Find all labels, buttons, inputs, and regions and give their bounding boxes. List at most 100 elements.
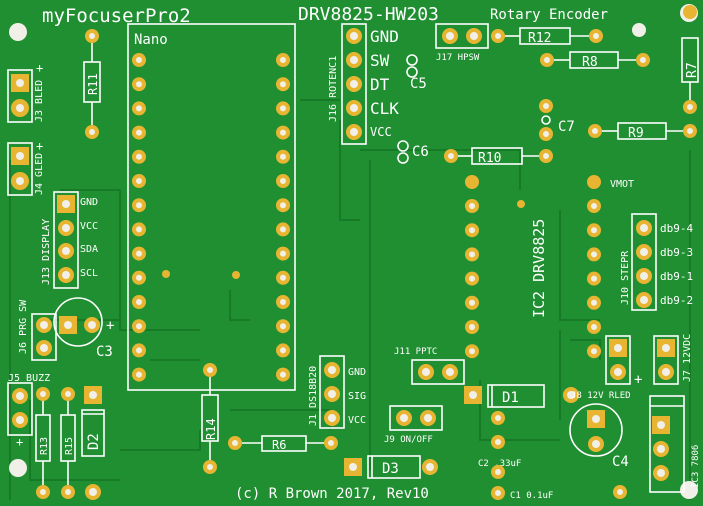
rotary-pin-clk: CLK <box>370 99 399 118</box>
sensor-pin-gnd: GND <box>348 367 366 378</box>
nano-pin-hole <box>136 347 142 354</box>
copyright-text: (c) R Brown 2017, Rev10 <box>235 486 429 502</box>
display-pin-sda: SDA <box>80 244 98 255</box>
driver-pin-hole <box>469 348 475 355</box>
nano-pin-hole <box>136 178 142 184</box>
nano-pins <box>132 53 290 382</box>
j3-plus: + <box>36 61 43 75</box>
resistor-r14: R14 <box>201 363 219 474</box>
driver-pin-pad <box>465 175 479 189</box>
capacitor-c6: C6 <box>397 140 429 164</box>
connector-j9-onoff: J9 ON/OFF <box>384 405 443 445</box>
driver-pins <box>465 175 601 359</box>
driver-pin-hole <box>591 348 597 355</box>
driver-pin-hole <box>591 324 597 330</box>
j1-label: J1 DS18B20 <box>308 366 319 426</box>
nano-label: Nano <box>134 32 168 48</box>
nano-pin-hole <box>280 81 286 88</box>
resistor-r6: R6 <box>228 435 338 452</box>
capacitor-c7: C7 <box>539 99 575 141</box>
stepper-pin-db9-2: db9-2 <box>660 294 693 307</box>
diode-d2: D2 <box>81 386 105 500</box>
driver-label: IC2 DRV8825 <box>530 219 548 318</box>
capacitor-c2: C2 .33uF <box>478 411 521 469</box>
resistor-r13: R13 <box>35 387 51 499</box>
nano-pin-hole <box>280 250 286 257</box>
stepper-pin-db9-4: db9-4 <box>660 222 693 235</box>
sensor-pin-sig: SIG <box>348 391 366 402</box>
nano-pin-hole <box>280 57 286 63</box>
connector-j1-ds18b20: J1 DS18B20 GND SIG VCC <box>308 355 366 429</box>
rotary-pin-vcc: VCC <box>370 125 392 139</box>
nano-pin-hole <box>136 153 142 160</box>
board-subtitle: DRV8825-HW203 <box>298 4 439 25</box>
c5-label: C5 <box>410 76 427 92</box>
rotary-pin-gnd: GND <box>370 27 399 46</box>
sensor-pin-vcc: VCC <box>348 415 366 426</box>
r8-label: R8 <box>582 55 598 70</box>
driver-pin-vmot-pad <box>587 175 601 189</box>
nano-pin-hole <box>280 129 286 136</box>
c6-label: C6 <box>412 144 429 160</box>
nano-pin-hole <box>280 178 286 184</box>
nano-pin-hole <box>136 250 142 257</box>
d1-label: D1 <box>502 390 519 406</box>
r11-label: R11 <box>86 73 100 95</box>
driver-pin-hole <box>591 299 597 306</box>
j5-plus: + <box>16 435 23 449</box>
connector-j5-buzz: J5 BUZZ + <box>7 373 50 449</box>
resistor-r11: R11 <box>83 29 101 139</box>
nano-pin-hole <box>136 129 142 136</box>
rotary-pin-dt: DT <box>370 75 390 94</box>
nano-module: Nano <box>127 23 296 391</box>
nano-pin-hole <box>280 323 286 330</box>
nano-pin-hole <box>280 153 286 160</box>
driver-pin-hole <box>591 203 597 209</box>
nano-pin-hole <box>136 105 142 112</box>
r12-label: R12 <box>528 31 551 46</box>
driver-pin-hole <box>469 251 475 258</box>
d3-label: D3 <box>382 461 399 477</box>
diode-d3: D3 <box>344 455 438 479</box>
nano-pin-hole <box>280 371 286 378</box>
connector-j4-gled: J4 GLED + <box>7 139 45 196</box>
j11-label: J11 PPTC <box>394 347 437 357</box>
driver-pin-hole <box>591 251 597 258</box>
r14-label: R14 <box>204 418 218 440</box>
connector-j16-rotenc: J16 ROTENC1 GND SW DT CLK VCC <box>328 23 399 145</box>
capacitor-c1: C1 0.1uF <box>491 465 553 501</box>
display-pin-scl: SCL <box>80 268 98 279</box>
c7-label: C7 <box>558 119 575 135</box>
connector-j3-bled: J3 BLED + <box>7 61 45 123</box>
j3-label: J3 BLED <box>34 80 45 122</box>
rotary-pin-sw: SW <box>370 51 390 70</box>
resistor-r10: R10 <box>444 147 553 166</box>
connector-j8-rled: + J8 12V RLED <box>571 335 642 401</box>
driver-pin-hole <box>469 324 475 330</box>
nano-pin-hole <box>136 81 142 88</box>
regulator-ic3: IC3 7806 <box>649 395 701 493</box>
c2-label: C2 .33uF <box>478 459 521 469</box>
driver-pin-hole <box>469 299 475 306</box>
connector-j10-stepr: J10 STEPR db9-4 db9-3 db9-1 db9-2 <box>620 213 693 311</box>
nano-pin-hole <box>280 274 286 281</box>
stepper-pin-db9-3: db9-3 <box>660 246 693 259</box>
nano-pin-hole <box>136 274 142 281</box>
nano-pin-hole <box>280 226 286 233</box>
driver-pin-hole <box>469 227 475 234</box>
resistor-r8: R8 <box>540 51 650 70</box>
c1-label: C1 0.1uF <box>510 491 553 501</box>
r10-label: R10 <box>478 151 501 166</box>
r6-label: R6 <box>272 438 286 452</box>
display-pin-vcc: VCC <box>80 221 98 232</box>
nano-pin-hole <box>136 371 142 378</box>
nano-pin-hole <box>136 57 142 63</box>
connector-j17-hpsw: J17 HPSW <box>435 23 489 63</box>
j8-plus: + <box>634 372 642 388</box>
nano-pin-hole <box>136 323 142 330</box>
j4-label: J4 GLED <box>34 153 45 195</box>
resistor-r9: R9 <box>588 122 697 141</box>
c3-plus: + <box>106 318 114 334</box>
j9-label: J9 ON/OFF <box>384 435 433 445</box>
